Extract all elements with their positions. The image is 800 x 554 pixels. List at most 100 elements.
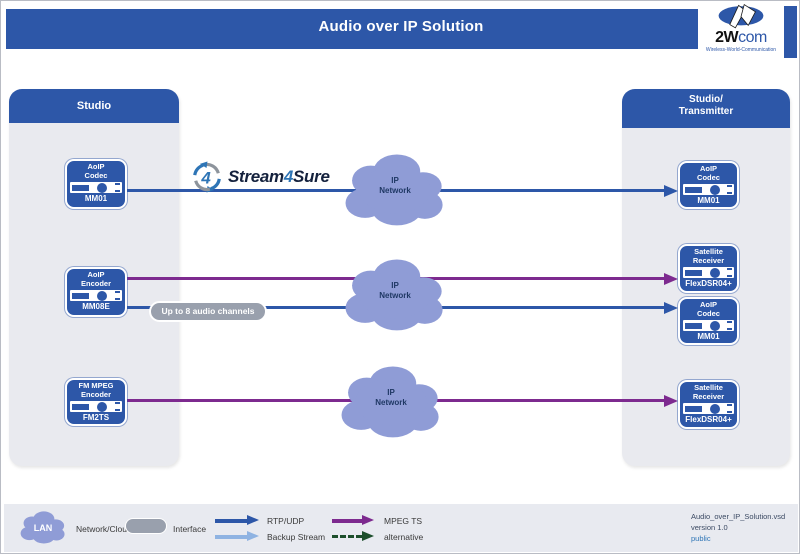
device-model-label: FM2TS [82, 413, 110, 422]
studio-panel-header: Studio [9, 89, 179, 123]
legend-interface-label: Interface [173, 524, 207, 534]
mpeg-ts-arrowhead-row3 [664, 395, 678, 407]
logo-tagline: Wireless-World-Communication [705, 47, 777, 53]
buttons-icon [727, 268, 732, 277]
display-icon [685, 186, 702, 193]
header-accent-bar [784, 6, 797, 58]
company-logo: 2Wcom Wireless-World-Communication [699, 3, 783, 61]
document-info: Audio_over_IP_Solution.vsd version 1.0 p… [691, 511, 785, 544]
device-aoip-codec-right-2: AoIP Codec MM01 [678, 297, 739, 345]
device-model-label: MM01 [697, 332, 720, 341]
legend-interface-icon [125, 518, 167, 534]
device-title: Satellite Receiver [692, 383, 725, 401]
cloud-icon [345, 154, 443, 226]
buttons-icon [727, 404, 732, 413]
device-title: AoIP Codec [84, 162, 108, 180]
buttons-icon [115, 183, 120, 192]
device-title: AoIP Codec [697, 300, 720, 318]
device-model-label: MM01 [697, 196, 720, 205]
s4s-part2: 4 [283, 167, 293, 186]
device-title: FM MPEG Encoder [78, 381, 114, 399]
knob-icon [97, 401, 107, 412]
stream4sure-logo: 4 Stream4Sure [191, 159, 330, 195]
device-model-label: MM01 [84, 194, 108, 203]
device-title: AoIP Codec [697, 164, 720, 182]
legend-backup-stream-arrowhead [247, 531, 259, 541]
cloud-label: IP Network [339, 281, 451, 301]
knob-icon [709, 320, 720, 331]
knob-icon [97, 182, 107, 193]
legend-alternative-line [332, 535, 362, 538]
studio-transmitter-panel-header: Studio/ Transmitter [622, 89, 790, 128]
display-icon [72, 403, 89, 410]
document-filename: Audio_over_IP_Solution.vsd [691, 512, 786, 521]
device-title: AoIP Encoder [80, 270, 111, 288]
rtp-udp-arrowhead-row1 [664, 185, 678, 197]
logo-wordmark: 2Wcom [699, 29, 783, 46]
cloud-label-line2: Network [379, 186, 411, 195]
device-satellite-receiver-right-1: Satellite Receiver FlexDSR04+ [678, 244, 739, 293]
mpeg-ts-arrowhead-row2 [664, 273, 678, 285]
lan-label: LAN [33, 523, 53, 533]
knob-icon [709, 403, 720, 414]
legend-backup-stream-line [215, 535, 247, 539]
legend-rtp-udp-label: RTP/UDP [267, 516, 305, 526]
cloud-icon [345, 259, 443, 331]
display-icon [685, 322, 702, 329]
legend-rtp-udp-arrowhead [247, 515, 259, 525]
device-aoip-codec-right-1: AoIP Codec MM01 [678, 161, 739, 209]
legend-network-cloud: LAN [17, 508, 69, 546]
audio-channels-annotation: Up to 8 audio channels [149, 301, 267, 322]
logo-brand-bold: 2W [715, 29, 739, 46]
device-faceplate-icon [683, 267, 734, 278]
cloud-label-line2: Network [379, 291, 411, 300]
knob-icon [709, 184, 720, 195]
cloud-label: IP Network [335, 388, 447, 408]
display-icon [685, 269, 702, 276]
header-bar [6, 9, 698, 49]
buttons-icon [115, 291, 120, 300]
page-title: Audio over IP Solution [318, 18, 484, 35]
display-icon [72, 292, 89, 299]
stream4sure-digit: 4 [200, 169, 211, 188]
legend-backup-stream-label: Backup Stream [267, 532, 326, 542]
buttons-icon [115, 402, 120, 411]
display-icon [72, 184, 89, 191]
knob-icon [709, 267, 720, 278]
document-visibility: public [691, 534, 711, 543]
legend-network-cloud-label: Network/Cloud [76, 524, 132, 534]
cloud-label-line1: IP [391, 281, 399, 290]
rtp-udp-arrowhead-row2 [664, 302, 678, 314]
legend-mpeg-ts-arrowhead [362, 515, 374, 525]
device-title: Satellite Receiver [692, 247, 725, 265]
device-faceplate-icon [70, 290, 122, 301]
ip-network-cloud-1: IP Network [339, 146, 451, 232]
cloud-label-line2: Network [375, 398, 407, 407]
device-fm-mpeg-encoder-left: FM MPEG Encoder FM2TS [65, 378, 127, 426]
device-satellite-receiver-right-2: Satellite Receiver FlexDSR04+ [678, 380, 739, 429]
device-model-label: FlexDSR04+ [685, 415, 732, 424]
s4s-part3: Sure [293, 167, 330, 186]
device-aoip-encoder-left: AoIP Encoder MM08E [65, 267, 127, 317]
document-version: version 1.0 [691, 523, 728, 532]
stream4sure-icon: 4 [193, 161, 221, 193]
device-faceplate-icon [70, 182, 122, 193]
stream4sure-wordmark: Stream4Sure [228, 167, 330, 187]
cloud-label-line1: IP [387, 388, 395, 397]
device-faceplate-icon [683, 403, 734, 414]
legend-mpeg-ts-label: MPEG TS [384, 516, 423, 526]
buttons-icon [727, 185, 732, 194]
ip-network-cloud-2: IP Network [339, 251, 451, 337]
2wcom-logo-icon [718, 3, 764, 29]
ip-network-cloud-3: IP Network [335, 358, 447, 444]
panel-title-line2: Transmitter [678, 106, 734, 117]
cloud-icon [341, 366, 439, 438]
cloud-label-line1: IP [391, 176, 399, 185]
cloud-label: IP Network [339, 176, 451, 196]
device-model-label: MM08E [82, 302, 110, 311]
device-faceplate-icon [683, 320, 734, 331]
panel-title-line1: Studio/ [689, 94, 723, 105]
legend-alternative-label: alternative [384, 532, 424, 542]
device-aoip-codec-left: AoIP Codec MM01 [65, 159, 127, 209]
